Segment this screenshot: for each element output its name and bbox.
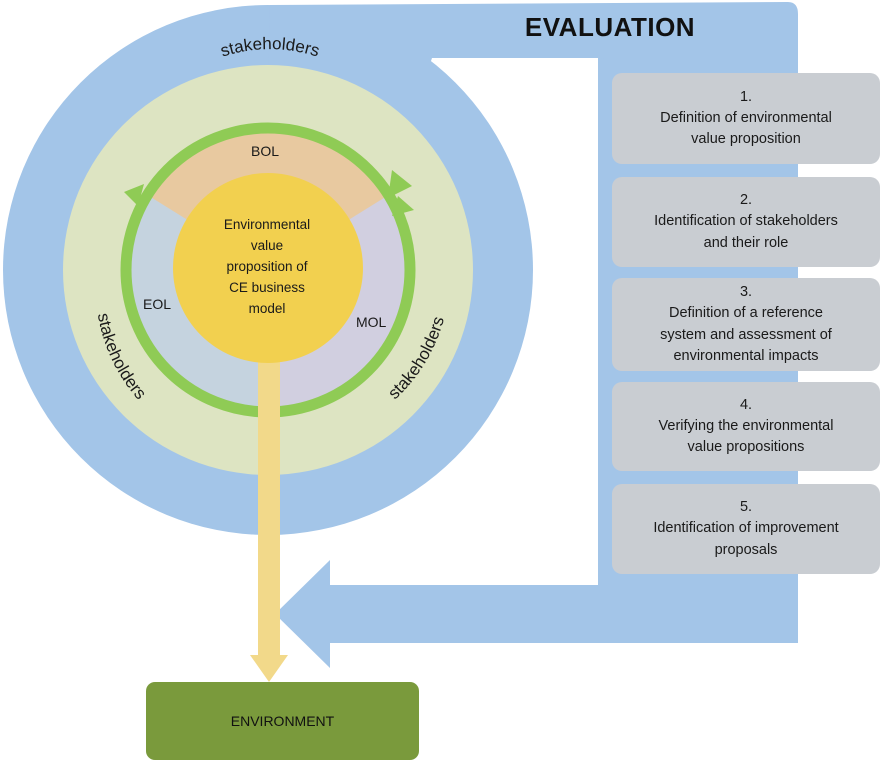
core-line-1: Environmental [223, 217, 311, 232]
environment-arrow-shaft [258, 350, 280, 660]
step-line: Verifying the environmental [658, 417, 834, 434]
lifecycle-arrowhead-eol [124, 184, 144, 206]
step-number: 5. [739, 499, 753, 516]
step-line: and their role [703, 234, 789, 251]
step-line: proposals [714, 541, 778, 558]
step-number: 1. [739, 88, 753, 105]
evaluation-return-arrow [275, 560, 798, 668]
step-line: Definition of environmental [660, 109, 832, 126]
core-line-4: CE business [229, 279, 305, 295]
mol-label: MOL [356, 314, 387, 330]
step-2-box: 2. Identification of stakeholders and th… [612, 177, 880, 267]
step-line: Identification of stakeholders [654, 213, 838, 230]
step-line: environmental impacts [673, 347, 819, 364]
lifecycle-arrowhead-mol [392, 196, 414, 216]
environment-box: ENVIRONMENT [146, 682, 419, 760]
bol-label: BOL [251, 143, 280, 159]
core-line-3: proposition of [226, 258, 308, 274]
step-line: value propositions [687, 439, 805, 455]
lifecycle-arrowhead-bol [388, 170, 412, 198]
environment-arrow-head [250, 655, 288, 682]
eol-label: EOL [143, 296, 172, 312]
core-text: Environmental value proposition of CE bu… [192, 215, 342, 320]
step-3-box: 3. Definition of a reference system and … [612, 278, 880, 371]
step-line: system and assessment of [660, 326, 832, 343]
step-number: 4. [739, 396, 753, 413]
step-4-box: 4. Verifying the environmental value pro… [612, 382, 880, 471]
evaluation-title: EVALUATION [524, 12, 696, 42]
environment-label: ENVIRONMENT [230, 713, 335, 729]
core-line-5: model [248, 300, 286, 316]
step-line: value proposition [691, 131, 801, 147]
step-number: 2. [739, 192, 753, 209]
step-number: 3. [739, 284, 753, 301]
step-line: Definition of a reference [669, 305, 823, 322]
step-1-box: 1. Definition of environmental value pro… [612, 73, 880, 164]
core-circle [173, 173, 363, 363]
step-line: Identification of improvement [653, 520, 839, 537]
step-5-box: 5. Identification of improvement proposa… [612, 484, 880, 574]
core-line-2: value [250, 237, 284, 253]
